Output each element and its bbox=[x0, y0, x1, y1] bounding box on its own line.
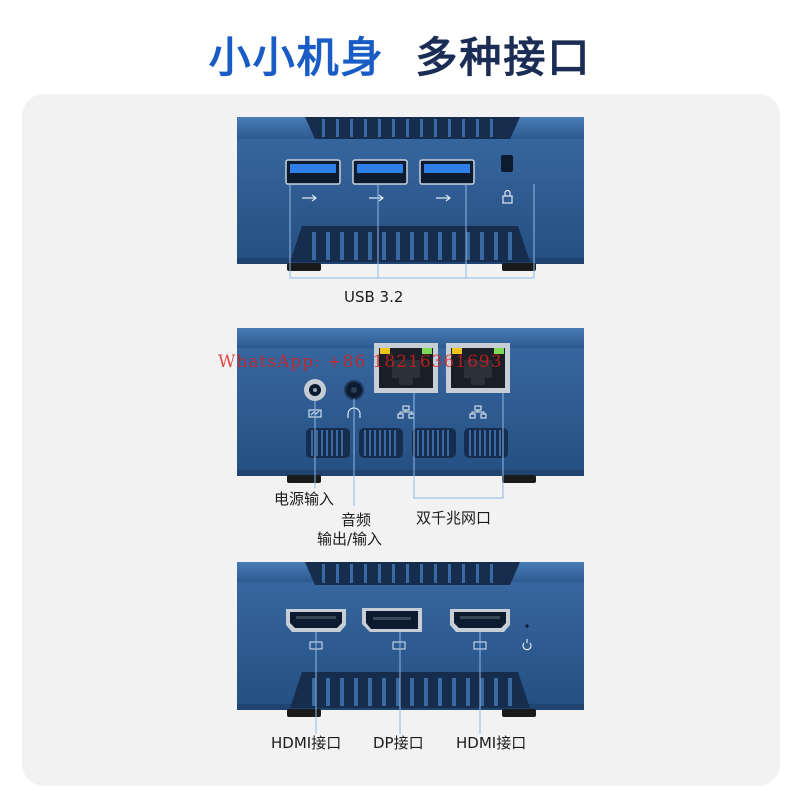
rear-vent-1 bbox=[306, 428, 350, 458]
hdmi-port-left bbox=[286, 609, 346, 632]
power-input-label: 电源输入 bbox=[274, 490, 335, 508]
audio-label-line2: 输出/输入 bbox=[317, 530, 383, 548]
dc-power-jack bbox=[304, 379, 326, 401]
usb-port-1 bbox=[285, 159, 341, 185]
usb-port-2 bbox=[352, 159, 408, 185]
network-icon bbox=[397, 405, 487, 419]
dual-lan-label: 双千兆网口 bbox=[416, 509, 492, 527]
lan-port-1 bbox=[374, 343, 438, 393]
device-display-io bbox=[237, 562, 584, 734]
title-part1: 小小机身 bbox=[208, 33, 385, 82]
title-part2: 多种接口 bbox=[415, 33, 592, 82]
reset-pinhole bbox=[525, 624, 529, 628]
dp-label: DP接口 bbox=[373, 734, 424, 752]
hdmi-port-right bbox=[450, 609, 510, 632]
rear-vent-4 bbox=[464, 428, 508, 458]
device-front-usb bbox=[237, 117, 584, 279]
kensington-slot bbox=[501, 155, 513, 172]
audio-label-line1: 音频 bbox=[341, 511, 372, 529]
kensington-lock-icon bbox=[502, 189, 513, 204]
rear-leader-lines bbox=[314, 393, 504, 506]
rear-vent-3 bbox=[412, 428, 456, 458]
power-button-icon bbox=[522, 639, 532, 651]
usb-label: USB 3.2 bbox=[344, 288, 404, 306]
device-rear-io bbox=[237, 328, 584, 506]
rear-vent-2 bbox=[359, 428, 403, 458]
usb-superspeed-icon bbox=[302, 194, 451, 202]
display-leader-lines bbox=[315, 632, 481, 734]
audio-jack bbox=[344, 380, 364, 400]
usb-port-3 bbox=[419, 159, 475, 185]
usb-leader-lines bbox=[289, 184, 535, 279]
displayport-port bbox=[362, 608, 422, 632]
page-title: 小小机身 多种接口 bbox=[0, 28, 800, 88]
hdmi-right-label: HDMI接口 bbox=[456, 734, 527, 752]
watermark-text: WhatsApp: +86 18216361693 bbox=[218, 352, 503, 372]
hdmi-left-label: HDMI接口 bbox=[271, 734, 342, 752]
lan-port-2 bbox=[446, 343, 510, 393]
displayport-icon bbox=[392, 641, 406, 650]
